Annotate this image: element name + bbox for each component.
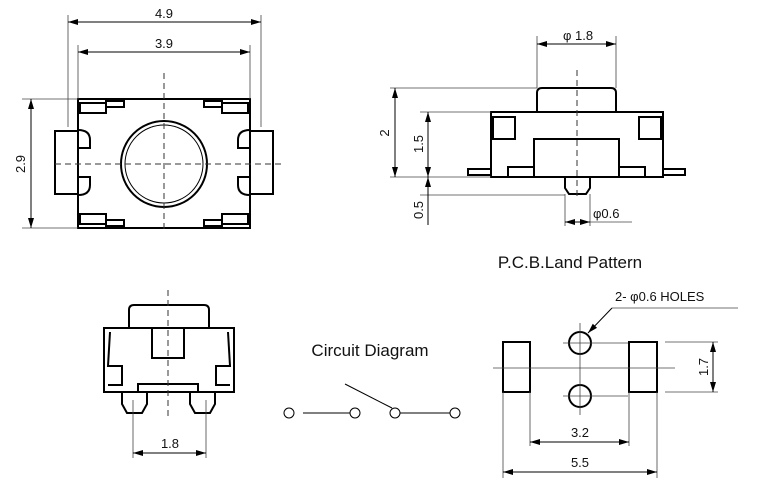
top-view: 4.9 3.9 2.9: [13, 6, 285, 233]
front-view: 1.8: [103, 290, 235, 458]
land-pattern-title: P.C.B.Land Pattern: [498, 253, 642, 272]
dim-inner-span: 3.2: [571, 425, 589, 440]
dim-pin-diameter: φ0.6: [593, 206, 620, 221]
dim-pad-height: 1.7: [696, 358, 711, 376]
dim-pin-pitch: 1.8: [161, 436, 179, 451]
dim-button-diameter: φ 1.8: [563, 28, 593, 43]
pad-right: [628, 341, 658, 393]
dim-total-height: 2: [377, 129, 392, 136]
holes-note: 2- φ0.6 HOLES: [615, 289, 705, 304]
side-view: φ 1.8 2 1.5 0.5 φ0.6: [377, 28, 686, 226]
pad-left: [502, 341, 531, 393]
land-pattern: P.C.B.Land Pattern 2- φ0.6 HOLES 1.7 3.2…: [493, 253, 738, 478]
dim-pin-height: 0.5: [411, 201, 426, 219]
circuit-title: Circuit Diagram: [311, 341, 428, 360]
switch-lever: [344, 383, 393, 409]
dim-height: 2.9: [13, 155, 28, 173]
dim-width-body: 3.9: [155, 36, 173, 51]
dim-width-overall: 4.9: [155, 6, 173, 21]
dim-body-height: 1.5: [411, 135, 426, 153]
circuit-diagram: Circuit Diagram: [283, 341, 461, 419]
dim-outer-span: 5.5: [571, 455, 589, 470]
